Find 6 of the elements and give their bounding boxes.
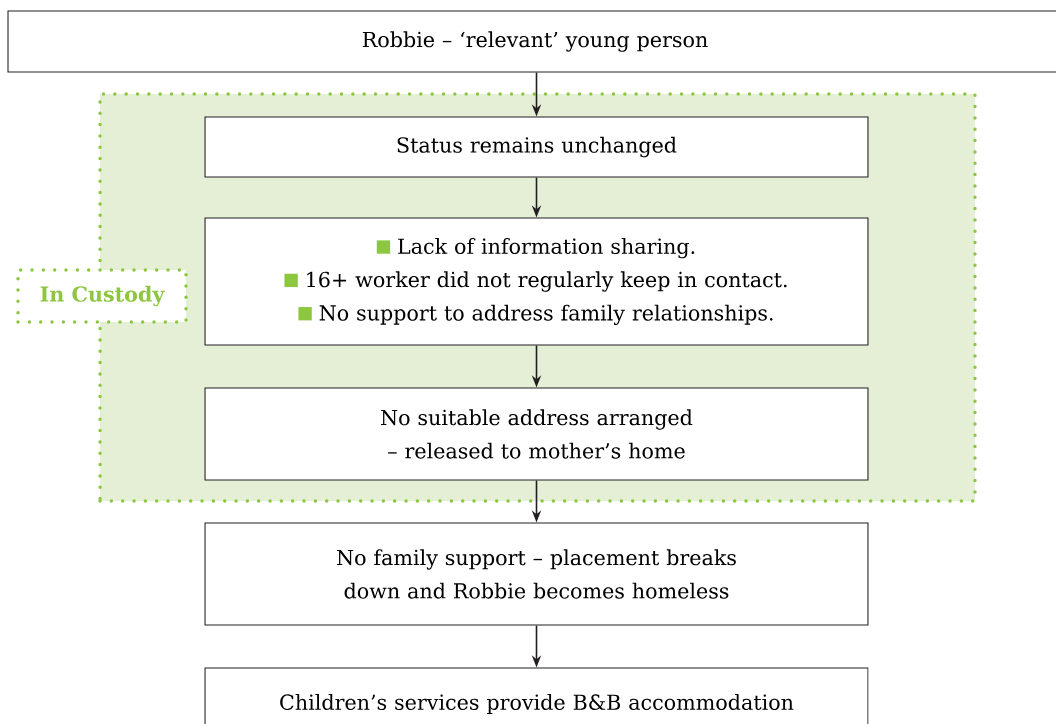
process-box: No family support – placement breaks down and Robbie becomes homeless <box>204 522 869 626</box>
process-box: Robbie – ‘relevant’ young person <box>7 10 1056 73</box>
process-box: No suitable address arranged – released to mother’s home <box>204 387 869 481</box>
process-box: Children’s services provide B&B accommodation <box>204 667 869 724</box>
process-box: Status remains unchanged <box>204 116 869 178</box>
process-box: Lack of information sharing. 16+ worker did not regularly keep in contact. No support to address family relationships. <box>204 217 869 346</box>
